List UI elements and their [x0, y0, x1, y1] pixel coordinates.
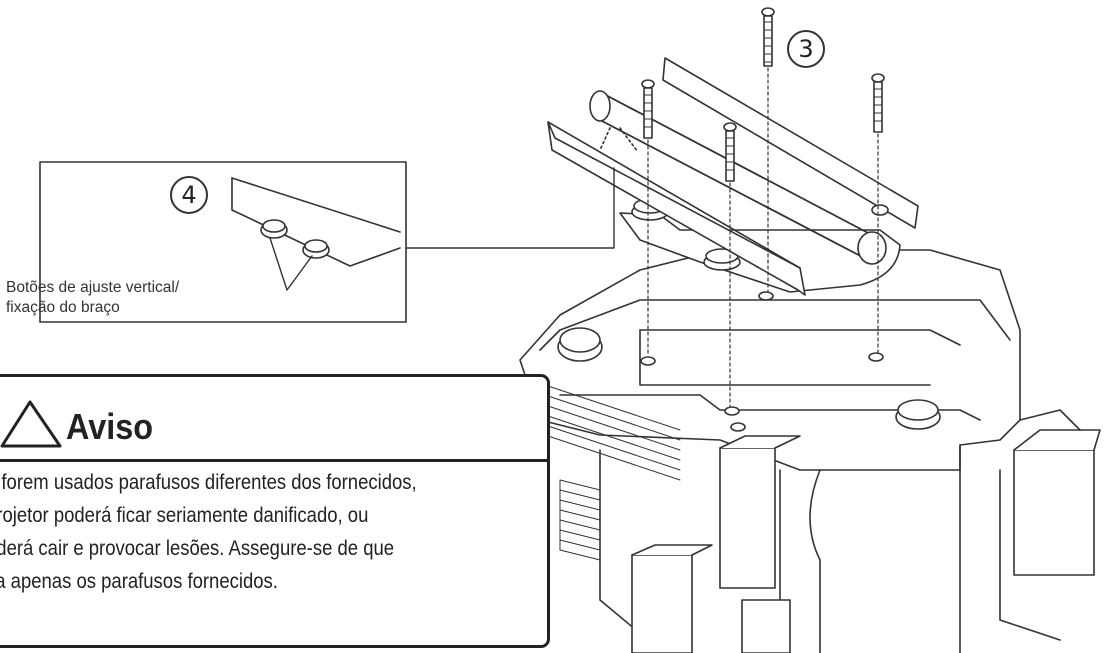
- projector-body: [519, 249, 1101, 653]
- warning-triangle-icon: [0, 400, 62, 448]
- warning-text: e forem usados parafusos diferentes dos …: [0, 466, 468, 598]
- screw-4: [723, 122, 737, 407]
- warning-line: sa apenas os parafusos fornecidos.: [0, 569, 278, 593]
- screw-1: [761, 7, 775, 293]
- screw-2: [641, 79, 655, 357]
- detail-label-line-1: Botões de ajuste vertical/: [6, 279, 180, 296]
- step-number-4: 4: [170, 176, 208, 214]
- detail-label-line-2: fixação do braço: [6, 299, 120, 316]
- screws: [641, 7, 885, 407]
- detail-callout-label: Botões de ajuste vertical/ fixação do br…: [6, 278, 306, 318]
- detail-callout: [39, 161, 615, 323]
- warning-panel: [0, 374, 550, 648]
- step-number-3: 3: [787, 30, 825, 68]
- warning-title: Aviso: [66, 406, 154, 447]
- mounting-bracket: [547, 57, 919, 296]
- screw-3: [871, 73, 885, 353]
- warning-line: projetor poderá ficar seriamente danific…: [0, 503, 369, 527]
- warning-line: oderá cair e provocar lesões. Assegure-s…: [0, 536, 395, 560]
- warning-divider: [0, 459, 547, 462]
- warning-line: e forem usados parafusos diferentes dos …: [0, 470, 417, 494]
